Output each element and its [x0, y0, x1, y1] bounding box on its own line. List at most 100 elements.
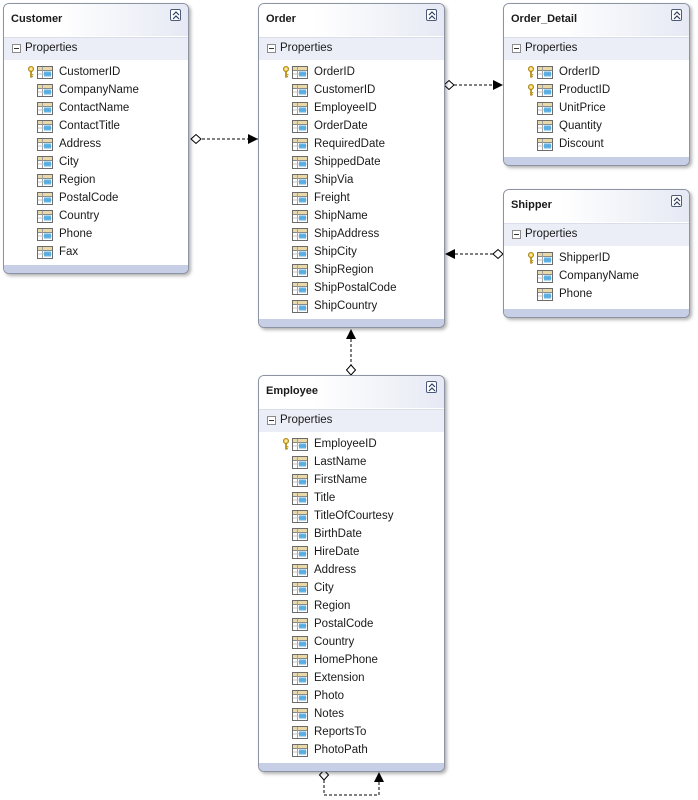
- property-icon: [292, 618, 308, 631]
- double-chevron-up-icon[interactable]: [426, 9, 437, 21]
- property-row[interactable]: Title: [259, 490, 444, 508]
- property-row[interactable]: HomePhone: [259, 652, 444, 670]
- property-row[interactable]: Freight: [259, 190, 444, 208]
- property-row[interactable]: TitleOfCourtesy: [259, 508, 444, 526]
- entity-title: Shipper: [511, 199, 552, 211]
- property-row[interactable]: OrderID: [504, 64, 689, 82]
- customer-order-association[interactable]: [190, 133, 258, 145]
- property-row[interactable]: Phone: [4, 226, 188, 244]
- property-name: ShipCity: [314, 246, 357, 258]
- property-row[interactable]: Phone: [504, 286, 689, 304]
- employee-order-association[interactable]: [345, 329, 357, 376]
- minus-box-icon[interactable]: [512, 230, 521, 239]
- double-chevron-up-icon[interactable]: [170, 9, 181, 21]
- property-name: Photo: [314, 690, 345, 702]
- properties-group-header[interactable]: Properties: [259, 409, 444, 432]
- property-row[interactable]: ReportsTo: [259, 724, 444, 742]
- property-row[interactable]: RequiredDate: [259, 136, 444, 154]
- property-name: Extension: [314, 672, 365, 684]
- property-name: City: [314, 582, 334, 594]
- property-icon: [37, 174, 53, 187]
- entity-header[interactable]: Order_Detail: [504, 4, 689, 37]
- property-row[interactable]: ContactName: [4, 100, 188, 118]
- property-row[interactable]: PhotoPath: [259, 742, 444, 760]
- property-row[interactable]: HireDate: [259, 544, 444, 562]
- property-row[interactable]: City: [259, 580, 444, 598]
- property-row[interactable]: Address: [259, 562, 444, 580]
- property-row[interactable]: UnitPrice: [504, 100, 689, 118]
- property-row[interactable]: ProductID: [504, 82, 689, 100]
- property-row[interactable]: ShipperID: [504, 250, 689, 268]
- property-row[interactable]: LastName: [259, 454, 444, 472]
- property-name: LastName: [314, 456, 367, 468]
- property-row[interactable]: ShipPostalCode: [259, 280, 444, 298]
- property-row[interactable]: ShipAddress: [259, 226, 444, 244]
- property-row[interactable]: PostalCode: [259, 616, 444, 634]
- properties-group-header[interactable]: Properties: [259, 37, 444, 60]
- property-row[interactable]: ShipCountry: [259, 298, 444, 316]
- property-row[interactable]: Region: [4, 172, 188, 190]
- property-row[interactable]: ShipName: [259, 208, 444, 226]
- property-row[interactable]: Country: [4, 208, 188, 226]
- property-row[interactable]: CustomerID: [259, 82, 444, 100]
- property-row[interactable]: FirstName: [259, 472, 444, 490]
- entity-footer: [259, 763, 444, 771]
- property-row[interactable]: BirthDate: [259, 526, 444, 544]
- minus-box-icon[interactable]: [12, 44, 21, 53]
- property-name: Discount: [559, 138, 604, 150]
- property-name: ShipName: [314, 210, 368, 222]
- entity-header[interactable]: Employee: [259, 376, 444, 409]
- property-row[interactable]: EmployeeID: [259, 100, 444, 118]
- entity-header[interactable]: Order: [259, 4, 444, 37]
- property-row[interactable]: Quantity: [504, 118, 689, 136]
- minus-box-icon[interactable]: [267, 416, 276, 425]
- property-row[interactable]: CompanyName: [4, 82, 188, 100]
- property-row[interactable]: PostalCode: [4, 190, 188, 208]
- order-orderdetail-association[interactable]: [443, 79, 503, 91]
- minus-box-icon[interactable]: [267, 44, 276, 53]
- property-row[interactable]: Photo: [259, 688, 444, 706]
- properties-group-header[interactable]: Properties: [504, 37, 689, 60]
- properties-group-header[interactable]: Properties: [504, 223, 689, 246]
- property-row[interactable]: City: [4, 154, 188, 172]
- double-chevron-up-icon[interactable]: [671, 9, 682, 21]
- property-row[interactable]: CustomerID: [4, 64, 188, 82]
- property-row[interactable]: Fax: [4, 244, 188, 262]
- property-row[interactable]: ShippedDate: [259, 154, 444, 172]
- property-row[interactable]: ShipCity: [259, 244, 444, 262]
- property-icon: [292, 564, 308, 577]
- property-row[interactable]: Region: [259, 598, 444, 616]
- group-label: Properties: [525, 228, 578, 240]
- entity-header[interactable]: Customer: [4, 4, 188, 37]
- property-row[interactable]: Discount: [504, 136, 689, 154]
- property-name: RequiredDate: [314, 138, 385, 150]
- property-name: Title: [314, 492, 336, 504]
- employee-reportsto-self-association[interactable]: [318, 769, 385, 796]
- property-row[interactable]: Address: [4, 136, 188, 154]
- property-icon: [292, 84, 308, 97]
- property-row[interactable]: Country: [259, 634, 444, 652]
- double-chevron-up-icon[interactable]: [426, 381, 437, 393]
- entity-header[interactable]: Shipper: [504, 190, 689, 223]
- properties-group-header[interactable]: Properties: [4, 37, 188, 60]
- property-row[interactable]: ContactTitle: [4, 118, 188, 136]
- property-name: ShipPostalCode: [314, 282, 397, 294]
- property-row[interactable]: Notes: [259, 706, 444, 724]
- property-row[interactable]: OrderDate: [259, 118, 444, 136]
- shipper-order-association[interactable]: [445, 248, 504, 260]
- property-row[interactable]: EmployeeID: [259, 436, 444, 454]
- property-row[interactable]: OrderID: [259, 64, 444, 82]
- property-icon: [37, 66, 53, 79]
- property-row[interactable]: ShipVia: [259, 172, 444, 190]
- property-row[interactable]: ShipRegion: [259, 262, 444, 280]
- property-row[interactable]: CompanyName: [504, 268, 689, 286]
- property-row[interactable]: Extension: [259, 670, 444, 688]
- double-chevron-up-icon[interactable]: [671, 195, 682, 207]
- minus-box-icon[interactable]: [512, 44, 521, 53]
